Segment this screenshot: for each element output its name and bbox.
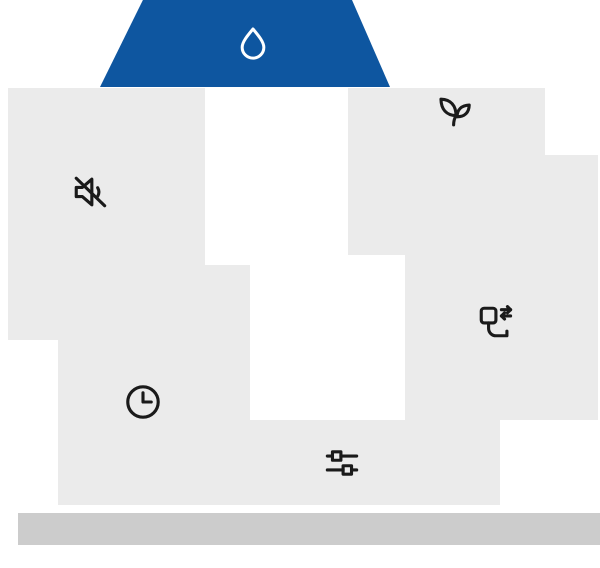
speaker-muted-icon [68,170,112,214]
tile-power[interactable] [405,155,598,420]
clock-icon [121,380,165,424]
bottom-bar [18,513,600,545]
tile-settings[interactable] [205,420,500,505]
plug-swap-icon [473,300,517,344]
leaf-icon [434,90,478,134]
header-banner[interactable] [100,0,390,87]
sliders-icon [320,441,364,485]
water-drop-icon [233,24,273,64]
